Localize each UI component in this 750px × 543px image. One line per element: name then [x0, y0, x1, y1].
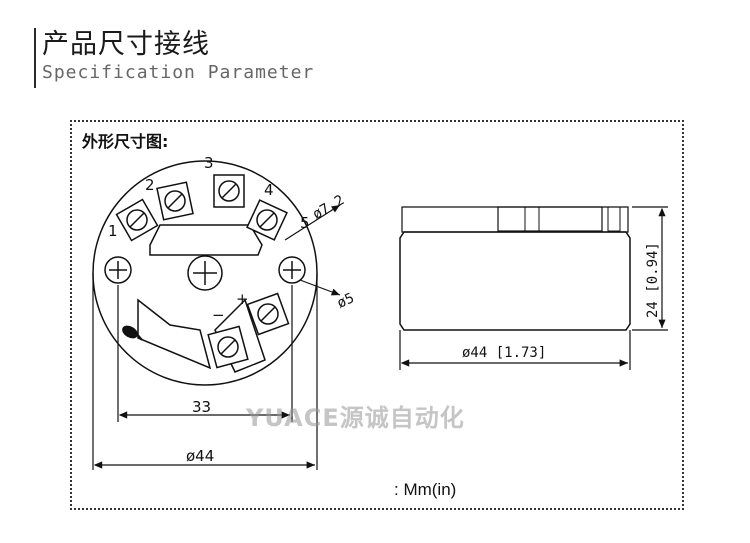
drawing-frame	[70, 120, 684, 510]
side-height-label: 24 [0.94]	[645, 242, 661, 318]
terminal-label-2: 2	[145, 176, 155, 194]
terminal-label-4: 4	[264, 181, 274, 199]
side-width-label: ø44 [1.73]	[462, 345, 546, 361]
section-label: 外形尺寸图:	[82, 132, 169, 151]
terminal-block-1	[115, 198, 159, 242]
plus-mark: +	[236, 290, 249, 308]
terminal-block-6	[207, 325, 249, 369]
terminal-label-1: 1	[108, 222, 118, 240]
terminal-block-5	[246, 292, 290, 336]
minus-mark: −	[212, 306, 225, 324]
watermark: YUACE源诚自动化	[246, 404, 465, 432]
side-view	[399, 206, 631, 331]
outer-dia-label: ø44	[186, 447, 214, 465]
terminal-block-3	[213, 174, 245, 208]
page-subtitle: Specification Parameter	[42, 62, 315, 83]
hole-dia-label: ø7.2	[310, 192, 347, 223]
center-screw	[187, 255, 223, 291]
terminal-block-4	[246, 199, 288, 241]
unit-label: : Mm(in)	[394, 480, 457, 499]
front-view	[92, 160, 318, 386]
terminal-block-2	[156, 181, 194, 221]
side-width-dimension	[399, 330, 631, 370]
hole-leaders	[284, 204, 341, 296]
right-mount-hole	[278, 256, 306, 284]
terminal-label-3: 3	[204, 154, 214, 172]
mount-span-dimension	[117, 285, 293, 422]
page-title: 产品尺寸接线	[42, 29, 210, 60]
left-mount-hole	[104, 256, 132, 284]
outer-dia-dimension	[92, 273, 318, 470]
side-height-dimension	[632, 206, 668, 331]
header: 产品尺寸接线 Specification Parameter	[34, 28, 314, 88]
sensor-icon	[122, 325, 143, 341]
center-dia-label: ø5	[335, 290, 357, 312]
mount-span-label: 33	[192, 398, 211, 416]
terminal-label-5: 5	[300, 214, 310, 232]
